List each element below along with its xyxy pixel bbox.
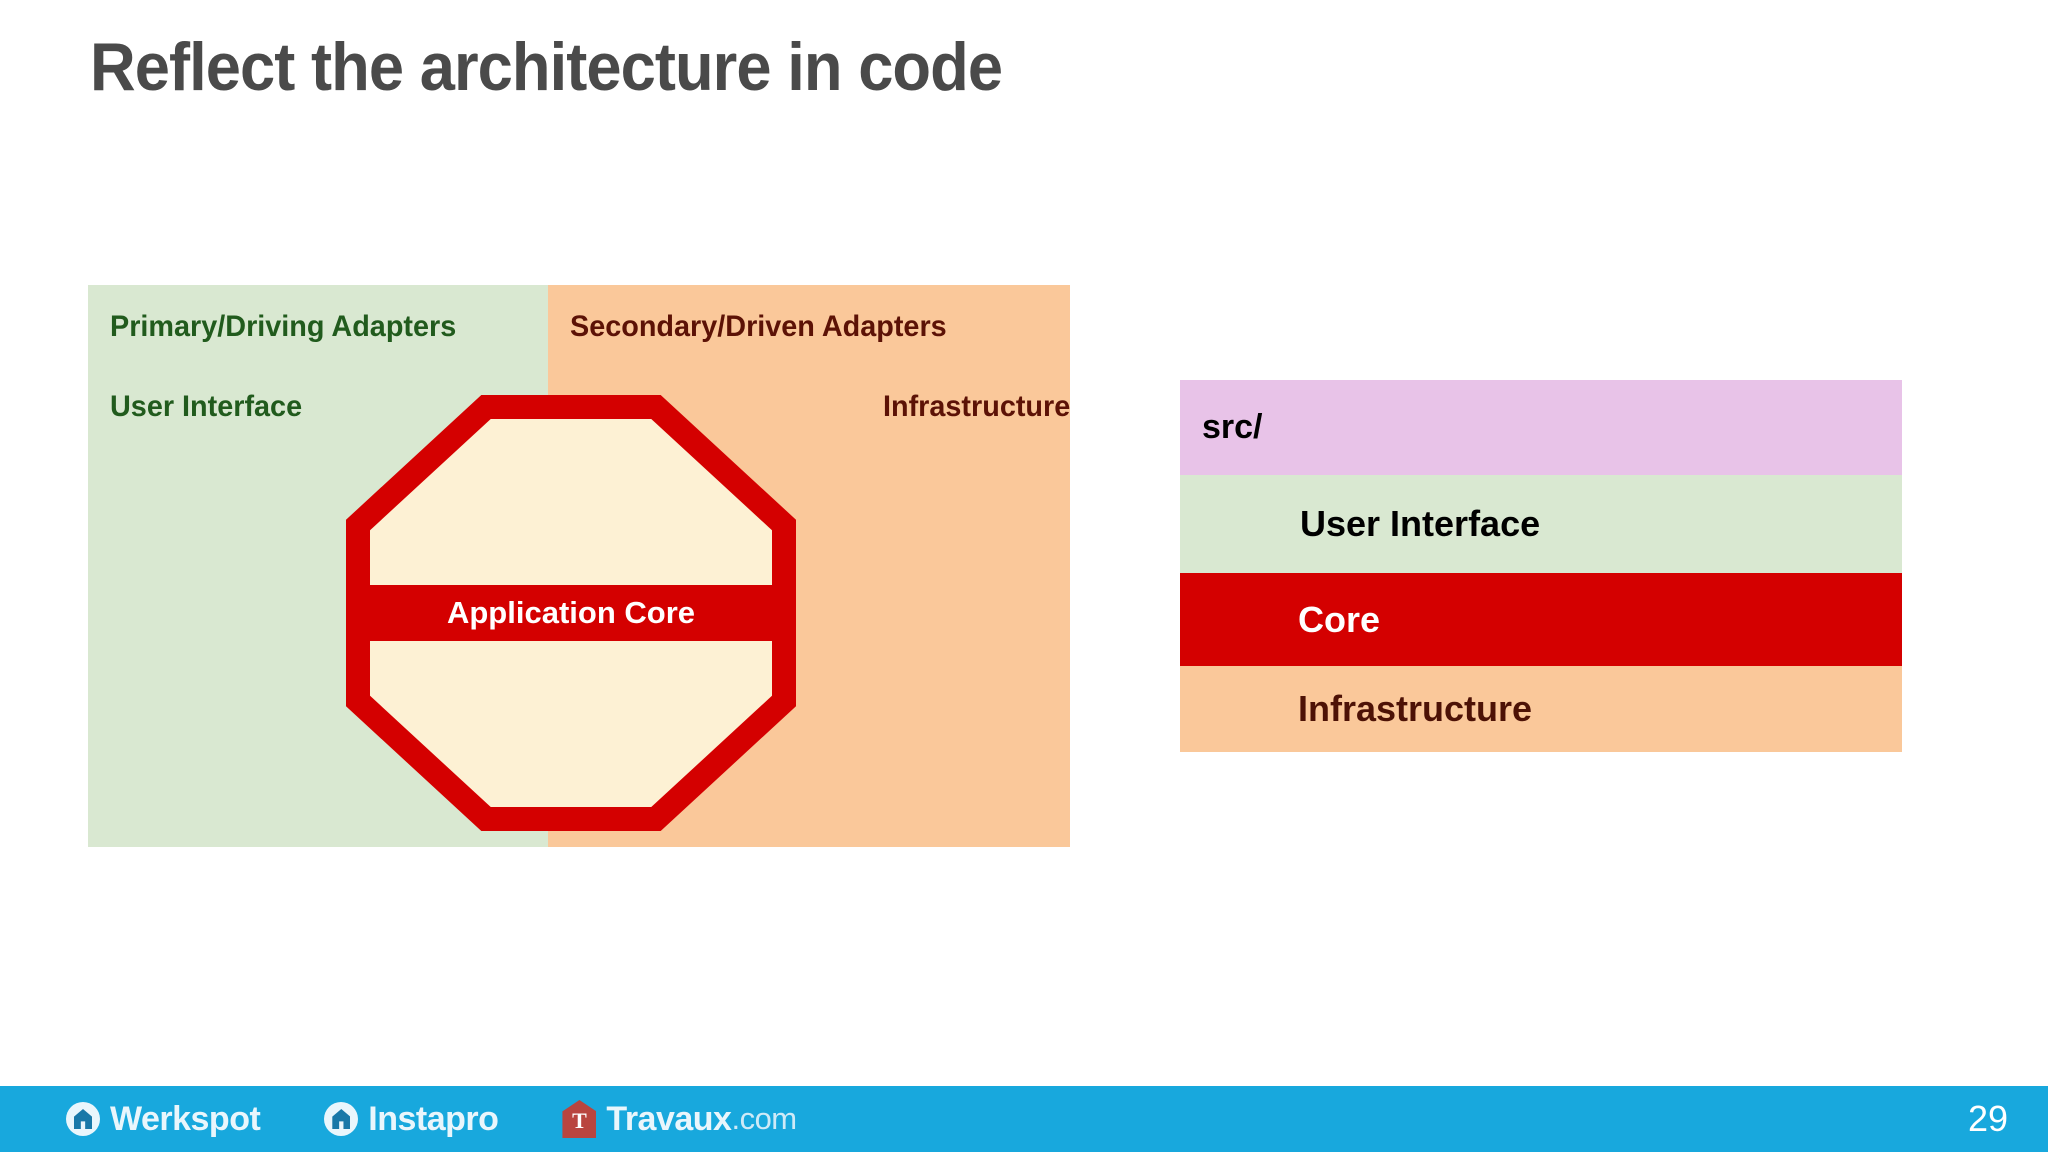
stack-row-core: Core bbox=[1180, 573, 1902, 666]
code-structure-stack: src/ User Interface Core Infrastructure bbox=[1180, 380, 1902, 752]
hexagonal-architecture-diagram: Primary/Driving Adapters Secondary/Drive… bbox=[88, 285, 1070, 847]
secondary-adapters-label: Secondary/Driven Adapters bbox=[570, 310, 947, 343]
stack-row-label: User Interface bbox=[1300, 503, 1541, 544]
footer-bar: Werkspot Instapro T Travaux .com 29 bbox=[0, 1086, 2048, 1152]
travaux-logo-letter: T bbox=[572, 1108, 587, 1133]
brand-werkspot: Werkspot bbox=[66, 1099, 261, 1139]
application-core-octagon: Application Core bbox=[346, 395, 796, 831]
page-number: 29 bbox=[1967, 1098, 2008, 1139]
instapro-logo-icon bbox=[324, 1102, 359, 1136]
stack-row-label: src/ bbox=[1202, 408, 1263, 446]
werkspot-logo-icon bbox=[66, 1102, 100, 1136]
user-interface-label: User Interface bbox=[110, 390, 303, 423]
brand-name-label: Travaux bbox=[606, 1099, 732, 1138]
stack-row-infrastructure: Infrastructure bbox=[1180, 666, 1902, 752]
stack-row-src: src/ bbox=[1180, 380, 1902, 475]
brand-tld-label: .com bbox=[731, 1101, 797, 1136]
brand-travaux: T Travaux .com bbox=[562, 1099, 797, 1139]
brand-name-label: Werkspot bbox=[110, 1099, 261, 1138]
primary-adapters-label: Primary/Driving Adapters bbox=[110, 310, 457, 343]
stack-row-user-interface: User Interface bbox=[1180, 475, 1902, 573]
travaux-logo-icon: T bbox=[562, 1100, 597, 1138]
brand-name-label: Instapro bbox=[368, 1099, 499, 1138]
stack-row-label: Infrastructure bbox=[1298, 688, 1533, 729]
brand-instapro: Instapro bbox=[324, 1099, 499, 1139]
infrastructure-label: Infrastructure bbox=[883, 390, 1071, 423]
stack-row-label: Core bbox=[1298, 598, 1381, 640]
page-title: Reflect the architecture in code bbox=[90, 29, 1003, 105]
octagon-shape-icon bbox=[346, 395, 796, 831]
